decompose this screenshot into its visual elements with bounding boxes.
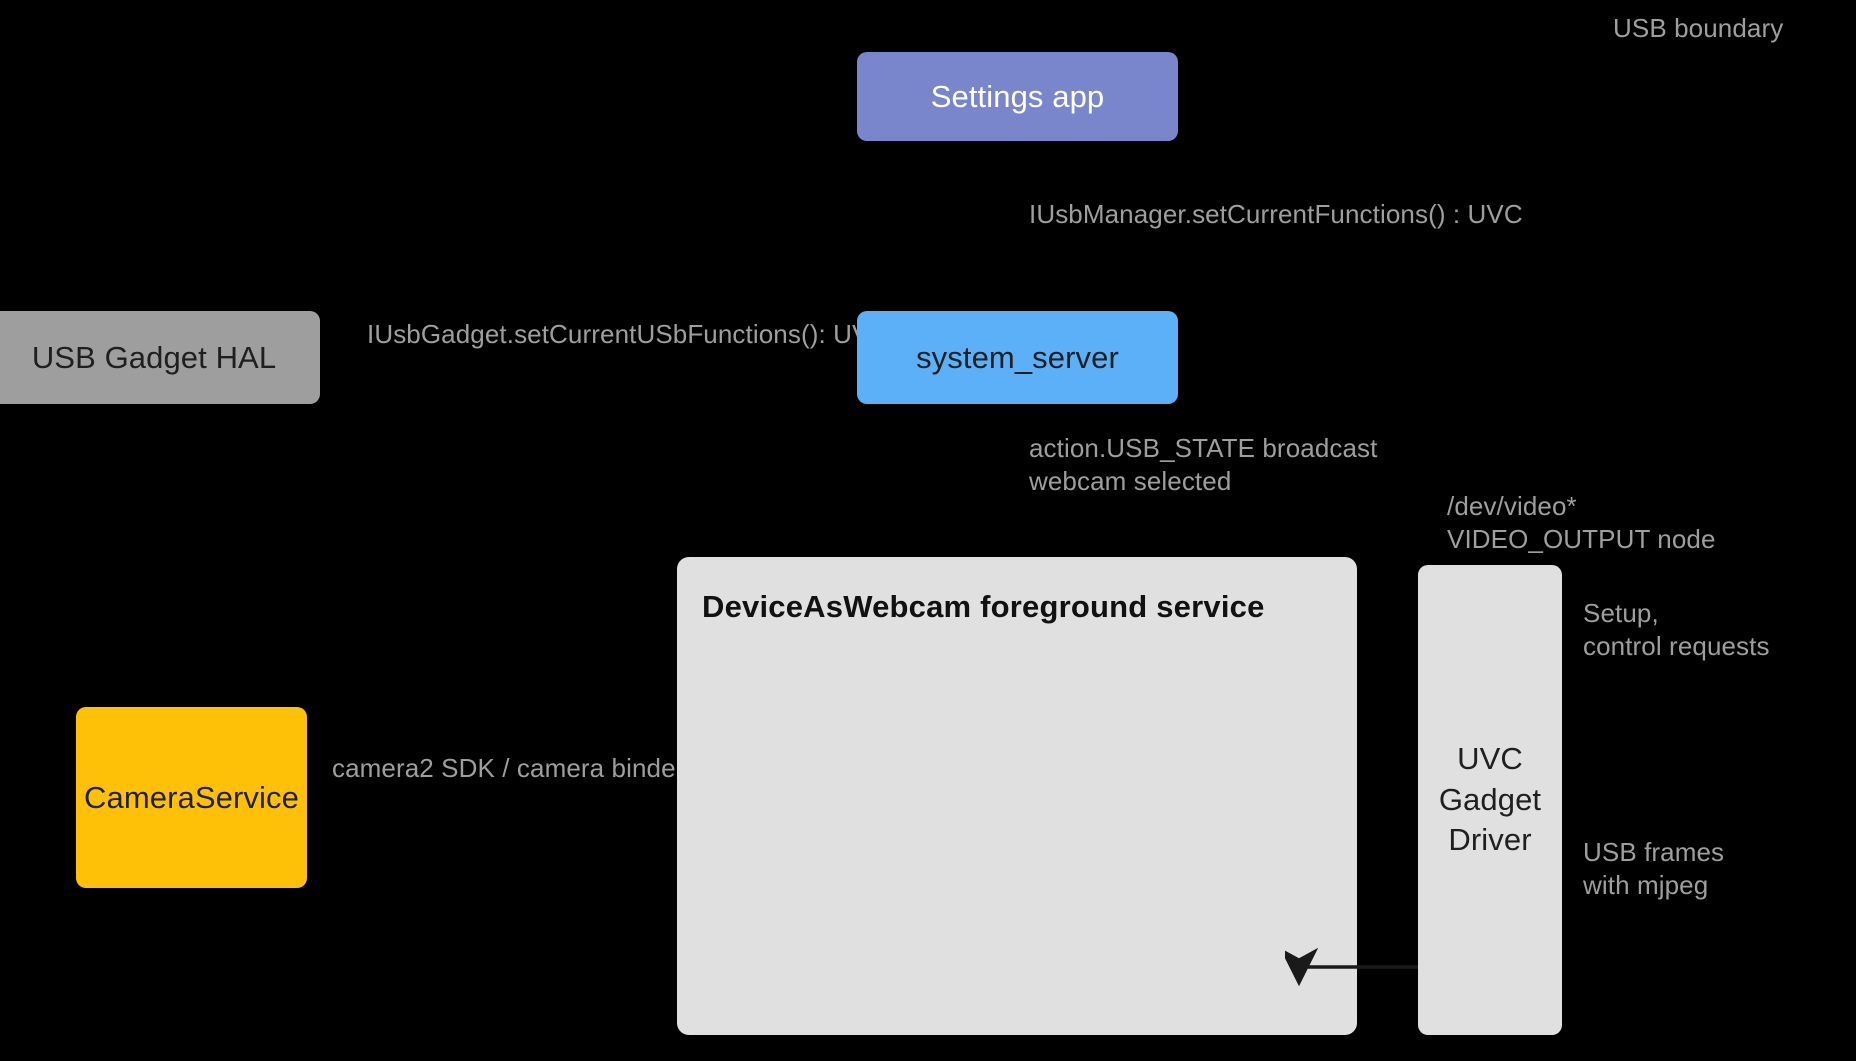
edge-label-camera2-sdk: camera2 SDK / camera binder	[332, 753, 685, 783]
edge-label-iusbgadget: IUsbGadget.setCurrentUSbFunctions(): UVC	[367, 319, 889, 349]
edge-label-dev-video-node: /dev/video* VIDEO_OUTPUT node	[1447, 491, 1716, 555]
edge-label-iusbmanager: IUsbManager.setCurrentFunctions() : UVC	[1029, 199, 1523, 229]
node-deviceaswebcam-foreground-service[interactable]: DeviceAsWebcam foreground service Camera…	[677, 557, 1357, 1035]
node-uvc-gadget-driver[interactable]: UVC Gadget Driver	[1418, 565, 1562, 1035]
usb-boundary-label: USB boundary	[1613, 13, 1784, 43]
deviceaswebcam-service-title: DeviceAsWebcam foreground service	[702, 589, 1265, 624]
node-usb-gadget-hal[interactable]: USB Gadget HAL	[0, 311, 320, 404]
usb-frames-arrow-icon	[1285, 947, 1421, 987]
node-system-server[interactable]: system_server	[857, 311, 1178, 404]
edge-label-usb-state-broadcast: action.USB_STATE broadcast webcam select…	[1029, 433, 1378, 497]
edge-label-usb-frames-mjpeg: USB frames with mjpeg	[1583, 837, 1725, 901]
edge-label-setup-control-requests: Setup, control requests	[1583, 598, 1770, 662]
node-camera-service[interactable]: CameraService	[76, 707, 307, 888]
node-settings-app[interactable]: Settings app	[857, 52, 1178, 141]
